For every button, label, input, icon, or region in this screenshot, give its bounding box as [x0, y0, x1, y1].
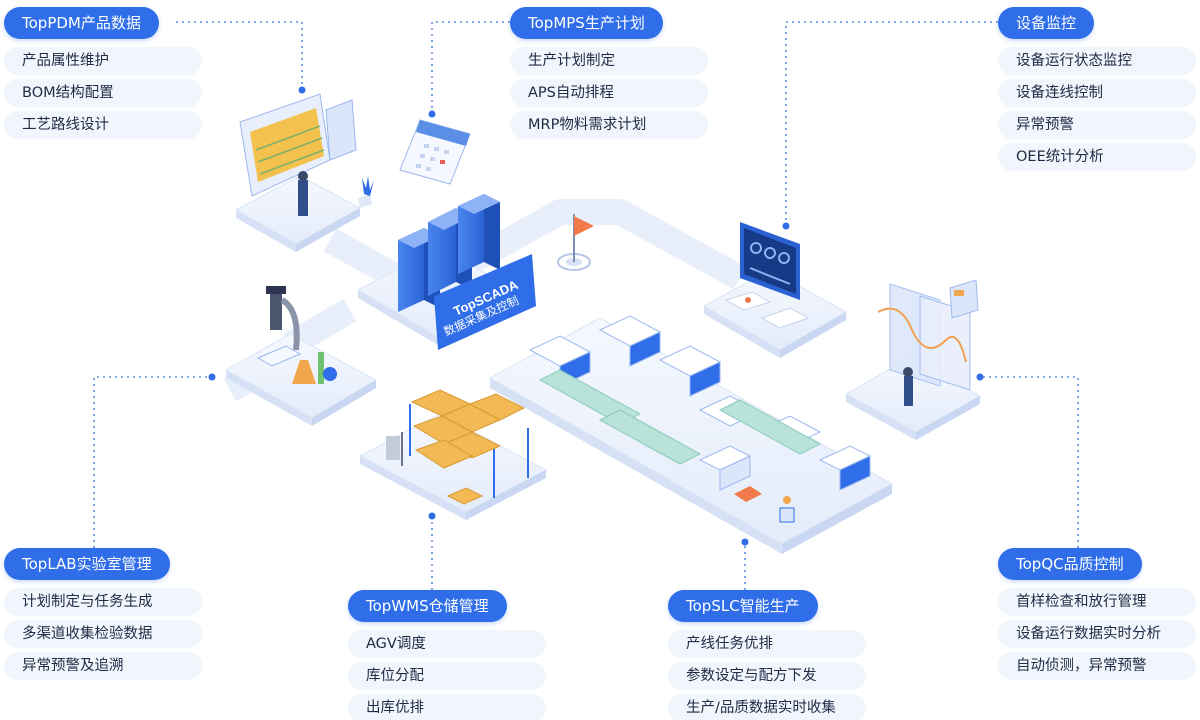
feature-item[interactable]: 出库优排	[348, 694, 546, 720]
feature-item[interactable]: 自动侦测，异常预警	[998, 652, 1196, 680]
feature-item[interactable]: 计划制定与任务生成	[4, 588, 202, 616]
module-title[interactable]: TopWMS仓储管理	[348, 590, 507, 622]
flask-icon	[292, 352, 337, 384]
module-mps: TopMPS生产计划 生产计划制定 APS自动排程 MRP物料需求计划	[510, 7, 708, 143]
module-title[interactable]: TopMPS生产计划	[510, 7, 663, 39]
connector-qc	[980, 376, 1079, 548]
road	[223, 199, 747, 402]
device-monitor-platform	[702, 222, 848, 358]
module-title[interactable]: TopQC品质控制	[998, 548, 1142, 580]
feature-item[interactable]: OEE统计分析	[998, 143, 1196, 171]
feature-item[interactable]: 生产计划制定	[510, 47, 708, 75]
feature-item[interactable]: 生产/品质数据实时收集	[668, 694, 866, 720]
feature-item[interactable]: 多渠道收集检验数据	[4, 620, 202, 648]
feature-item[interactable]: AGV调度	[348, 630, 546, 658]
module-device-monitoring: 设备监控 设备运行状态监控 设备连线控制 异常预警 OEE统计分析	[998, 7, 1196, 175]
feature-item[interactable]: 工艺路线设计	[4, 111, 202, 139]
production-line-platform	[488, 315, 894, 554]
production-machines	[528, 315, 872, 491]
module-title[interactable]: 设备监控	[998, 7, 1095, 39]
conveyor-belt	[538, 369, 822, 465]
feature-item[interactable]: APS自动排程	[510, 79, 708, 107]
feature-item[interactable]: 库位分配	[348, 662, 546, 690]
module-title[interactable]: TopPDM产品数据	[4, 7, 159, 39]
cargo-boxes	[410, 389, 526, 469]
scada-title: TopSCADA	[451, 277, 521, 319]
module-title[interactable]: TopSLC智能生产	[668, 590, 818, 622]
feature-item[interactable]: BOM结构配置	[4, 79, 202, 107]
lab-platform	[224, 286, 378, 426]
feature-item[interactable]: 异常预警及追溯	[4, 652, 202, 680]
scada-platform: TopSCADA 数据采集及控制	[356, 194, 536, 350]
warehouse-rack	[409, 404, 529, 498]
feature-item[interactable]: 设备运行状态监控	[998, 47, 1196, 75]
connector-device	[785, 21, 998, 224]
module-qc: TopQC品质控制 首样检查和放行管理 设备运行数据实时分析 自动侦测，异常预警	[998, 548, 1196, 684]
server-rack-2	[428, 208, 472, 296]
module-wms: TopWMS仓储管理 AGV调度 库位分配 出库优排	[348, 590, 546, 720]
feature-item[interactable]: 异常预警	[998, 111, 1196, 139]
feature-item[interactable]: 设备连线控制	[998, 79, 1196, 107]
module-title[interactable]: TopLAB实验室管理	[4, 548, 170, 580]
feature-item[interactable]: 产线任务优排	[668, 630, 866, 658]
server-rack-1	[398, 228, 440, 312]
feature-item[interactable]: 产品属性维护	[4, 47, 202, 75]
wms-platform	[358, 389, 548, 520]
feature-item[interactable]: 设备运行数据实时分析	[998, 620, 1196, 648]
flag-icon	[557, 214, 594, 271]
feature-item[interactable]: 首样检查和放行管理	[998, 588, 1196, 616]
calendar-icon	[399, 119, 471, 185]
scada-label-board: TopSCADA 数据采集及控制	[434, 254, 536, 350]
connector-lab	[93, 376, 212, 548]
feature-item[interactable]: MRP物料需求计划	[510, 111, 708, 139]
microscope-icon	[256, 286, 302, 367]
module-lab: TopLAB实验室管理 计划制定与任务生成 多渠道收集检验数据 异常预警及追溯	[4, 548, 202, 684]
server-rack-3	[458, 194, 500, 274]
forklift-icon	[386, 432, 403, 466]
robot-icon	[779, 496, 795, 523]
connector-mps	[431, 21, 510, 112]
module-pdm: TopPDM产品数据 产品属性维护 BOM结构配置 工艺路线设计	[4, 7, 202, 143]
pdm-platform	[234, 93, 374, 252]
qc-platform	[844, 279, 982, 440]
module-slc: TopSLC智能生产 产线任务优排 参数设定与配方下发 生产/品质数据实时收集	[668, 590, 866, 720]
feature-item[interactable]: 参数设定与配方下发	[668, 662, 866, 690]
scada-subtitle: 数据采集及控制	[442, 293, 521, 339]
